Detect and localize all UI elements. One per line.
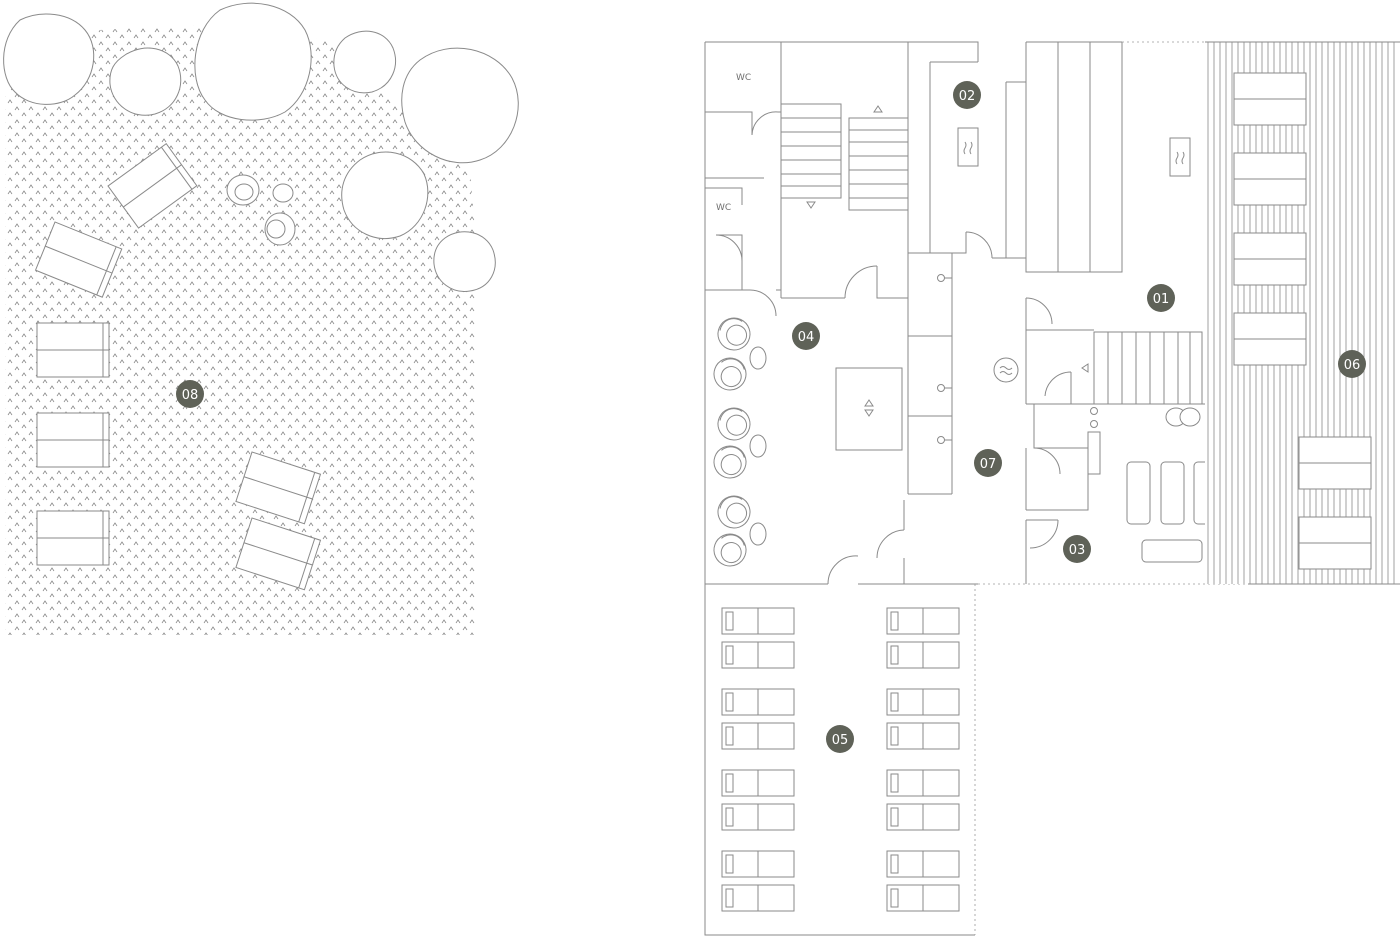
room-number-08: 08 <box>182 388 199 403</box>
sunbed-icon <box>721 641 795 669</box>
room-badge-01[interactable]: 01 <box>1147 284 1175 312</box>
tree-icon <box>109 47 182 116</box>
room-badge-05[interactable]: 05 <box>826 725 854 753</box>
tree-icon <box>194 2 312 121</box>
sunbed-icon <box>886 769 960 797</box>
lounge-chair-icon <box>226 174 296 246</box>
tree-icon <box>3 13 95 105</box>
lounge-chair-icon <box>712 402 756 446</box>
room-badge-04[interactable]: 04 <box>792 322 820 350</box>
shower-icon <box>937 274 952 444</box>
lounge-chair-icon <box>708 528 752 572</box>
sauna-heater-icon <box>1169 137 1191 177</box>
stair-arrow-icon <box>806 201 816 209</box>
sunbed-icon <box>721 769 795 797</box>
room-number-04: 04 <box>798 330 815 345</box>
sunbed-icon <box>36 322 110 378</box>
room-number-05: 05 <box>832 733 849 748</box>
sunbed-icon <box>886 607 960 635</box>
room-number-06: 06 <box>1344 358 1361 373</box>
tree-icon <box>341 151 429 239</box>
sunbed-icon <box>36 412 110 468</box>
tree-icon <box>333 30 396 94</box>
sunbed-icon <box>886 884 960 912</box>
stair-arrow-icon <box>873 105 883 113</box>
lift-icon <box>835 367 903 451</box>
sunbed-icon <box>721 688 795 716</box>
building-walls <box>704 41 1248 585</box>
lounge-chair-icon <box>712 312 756 356</box>
tree-icon <box>401 47 519 164</box>
lounge-chair-icon <box>708 440 752 484</box>
lounge-chair-icon <box>712 490 756 534</box>
sunbed-icon <box>721 607 795 635</box>
room-badge-02[interactable]: 02 <box>953 81 981 109</box>
spiral-icon <box>1090 407 1098 428</box>
room-badge-07[interactable]: 07 <box>974 449 1002 477</box>
sunbed-icon <box>721 803 795 831</box>
sunbed-icon <box>1233 72 1372 570</box>
wc-label-lower: WC <box>716 203 731 213</box>
room-number-03: 03 <box>1069 543 1086 558</box>
deck-area <box>1205 41 1400 585</box>
room-number-07: 07 <box>980 457 997 472</box>
sunbed-icon <box>721 722 795 750</box>
sunbed-icon <box>886 641 960 669</box>
lounge-chair-icon <box>708 352 752 396</box>
room-number-01: 01 <box>1153 292 1170 307</box>
room-badge-06[interactable]: 06 <box>1338 350 1366 378</box>
sunbed-icon <box>721 884 795 912</box>
sunbed-icon <box>886 722 960 750</box>
sauna-heater-icon <box>957 127 979 167</box>
jacuzzi-icon <box>1165 407 1201 427</box>
room-badge-03[interactable]: 03 <box>1063 535 1091 563</box>
room-badge-08[interactable]: 08 <box>176 380 204 408</box>
sunbed-icon <box>721 850 795 878</box>
lounge-chairs <box>708 312 767 572</box>
steam-icon <box>993 357 1019 383</box>
sunbed-icon <box>886 850 960 878</box>
garden-area <box>3 2 519 635</box>
sunbed-icon <box>36 510 110 566</box>
wc-label-upper: WC <box>736 73 751 83</box>
room-number-02: 02 <box>959 89 976 104</box>
relax-area <box>704 584 976 936</box>
tree-icon <box>433 231 496 292</box>
sunbed-icon <box>886 803 960 831</box>
sunbed-icon <box>886 688 960 716</box>
stair-arrow-icon <box>1081 363 1089 373</box>
